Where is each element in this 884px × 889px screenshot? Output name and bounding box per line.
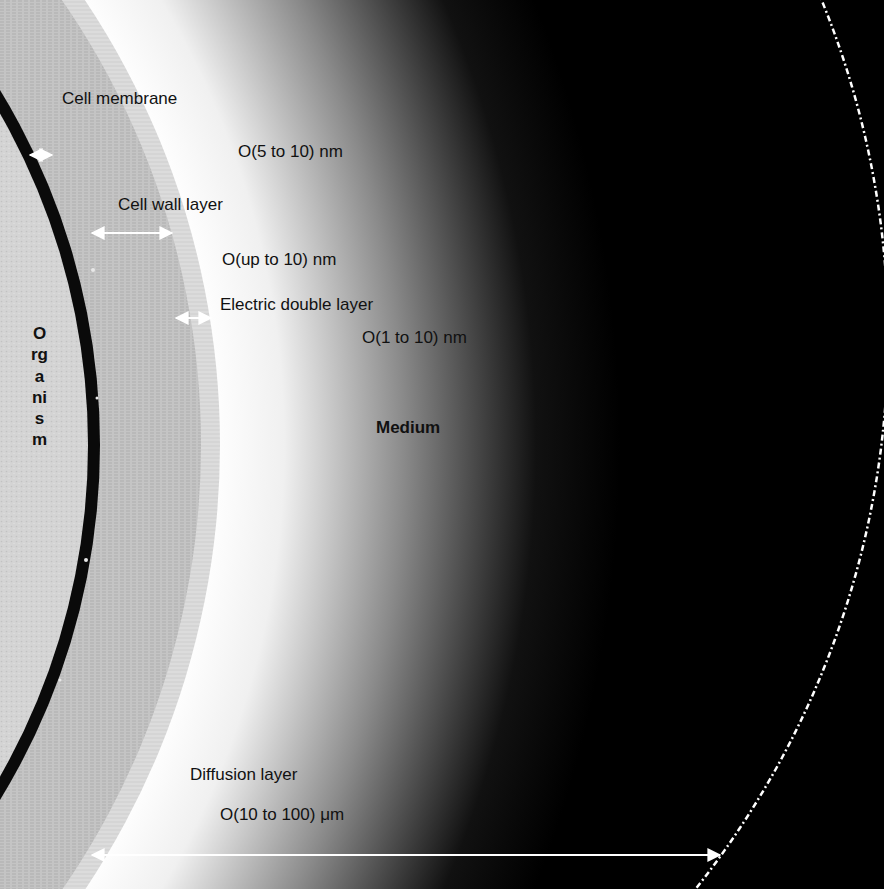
dimension: O(10 to 100) μm: [220, 805, 344, 825]
dimension: O(up to 10) nm: [222, 250, 336, 270]
organism-region: Organism: [0, 0, 80, 889]
part-name: Cell wall layer: [118, 195, 223, 215]
part-name: Cell membrane: [62, 89, 177, 109]
part-name: Diffusion layer: [190, 765, 297, 785]
region-label: Medium: [376, 418, 440, 438]
dimension: O(1 to 10) nm: [362, 328, 467, 348]
dimension: O(5 to 10) nm: [238, 142, 343, 162]
part-name: Electric double layer: [220, 295, 373, 315]
medium-region: Medium: [215, 0, 815, 889]
region-label: Organism: [31, 323, 48, 451]
dimension-arrows: [30, 155, 720, 855]
